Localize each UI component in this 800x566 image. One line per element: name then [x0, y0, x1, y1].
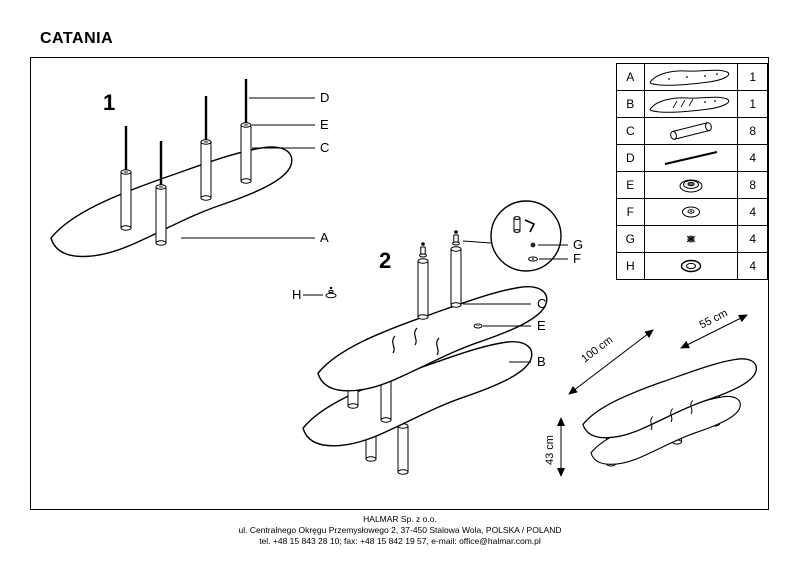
top-glass-panel-icon — [649, 69, 730, 86]
magnifier-detail — [462, 200, 568, 272]
parts-table-row: D 4 — [616, 144, 768, 172]
callout-label-d: D — [320, 90, 329, 105]
callout-label-e: E — [320, 117, 329, 132]
part-qty: 1 — [737, 90, 768, 118]
step1-rods — [124, 79, 248, 185]
callout-label-a: A — [320, 230, 329, 245]
parts-table-row: A 1 — [616, 63, 768, 91]
callout-label-g: G — [573, 237, 583, 252]
part-qty: 4 — [737, 225, 768, 253]
page-title: CATANIA — [40, 30, 114, 47]
callout-label-f: F — [573, 251, 581, 266]
part-qty: 4 — [737, 198, 768, 226]
parts-table-row: G 4 — [616, 225, 768, 253]
lower-glass-panel-icon — [649, 96, 730, 113]
step1-legs — [120, 122, 252, 246]
height-dimension-label: 43 cm — [544, 435, 556, 465]
depth-dimension-label: 55 cm — [698, 307, 730, 331]
part-id: D — [616, 144, 645, 172]
footer-company: HALMAR Sp. z o.o. — [363, 514, 437, 524]
step2-number: 2 — [379, 248, 391, 273]
part-id: G — [616, 225, 645, 253]
part-qty: 4 — [737, 252, 768, 280]
parts-table-row: H 4 — [616, 252, 768, 280]
part-qty: 8 — [737, 117, 768, 145]
part-qty: 8 — [737, 171, 768, 199]
parts-table-row: F 4 — [616, 198, 768, 226]
parts-table-row: B 1 — [616, 90, 768, 118]
screw-icon — [686, 235, 696, 243]
length-dimension-label: 100 cm — [579, 334, 615, 365]
step1-callouts — [181, 97, 315, 239]
step1-assembly: 1 — [50, 79, 329, 258]
part-id: B — [616, 90, 645, 118]
grommet-icon — [679, 179, 703, 193]
callout-label-h: H — [292, 287, 301, 302]
washer-icon — [682, 206, 701, 218]
callout-label-b: B — [537, 354, 546, 369]
callout-label-e2: E — [537, 318, 546, 333]
step2-assembly: 2 — [292, 200, 583, 475]
cap-part-h — [325, 286, 337, 299]
part-id: E — [616, 171, 645, 199]
support-rod-icon — [664, 151, 718, 165]
dimension-drawing: 100 cm 55 cm 43 cm — [544, 307, 757, 477]
footer-address: ul. Centralnego Okręgu Przemysłowego 2, … — [238, 525, 562, 535]
part-id: H — [616, 252, 645, 280]
length-dimension-arrow — [568, 329, 654, 395]
grommet-part-e — [473, 323, 483, 329]
part-id: A — [616, 63, 645, 91]
assembly-diagram: 1 — [50, 79, 757, 477]
parts-table-row: E 8 — [616, 171, 768, 199]
leg-tube-icon — [670, 122, 712, 140]
part-qty: 4 — [737, 144, 768, 172]
part-id: F — [616, 198, 645, 226]
part-id: C — [616, 117, 645, 145]
step1-number: 1 — [103, 90, 115, 115]
screw-part-g — [530, 242, 536, 248]
glass-panel-a — [50, 146, 293, 258]
washer-part-f — [528, 256, 538, 262]
callout-label-c: C — [320, 140, 329, 155]
footer: HALMAR Sp. z o.o. ul. Centralnego Okręgu… — [0, 514, 800, 547]
callout-label-c2: C — [537, 296, 546, 311]
parts-table: A 1 B — [616, 63, 768, 280]
cap-ring-icon — [680, 259, 702, 273]
parts-table-row: C 8 — [616, 117, 768, 145]
depth-dimension-arrow — [680, 314, 748, 349]
diagram-frame: 1 — [30, 57, 769, 510]
footer-contact: tel. +48 15 843 28 10; fax: +48 15 842 1… — [259, 536, 541, 546]
step2-callout-lines — [463, 303, 531, 363]
part-qty: 1 — [737, 63, 768, 91]
screw-detail-icon — [513, 216, 536, 233]
